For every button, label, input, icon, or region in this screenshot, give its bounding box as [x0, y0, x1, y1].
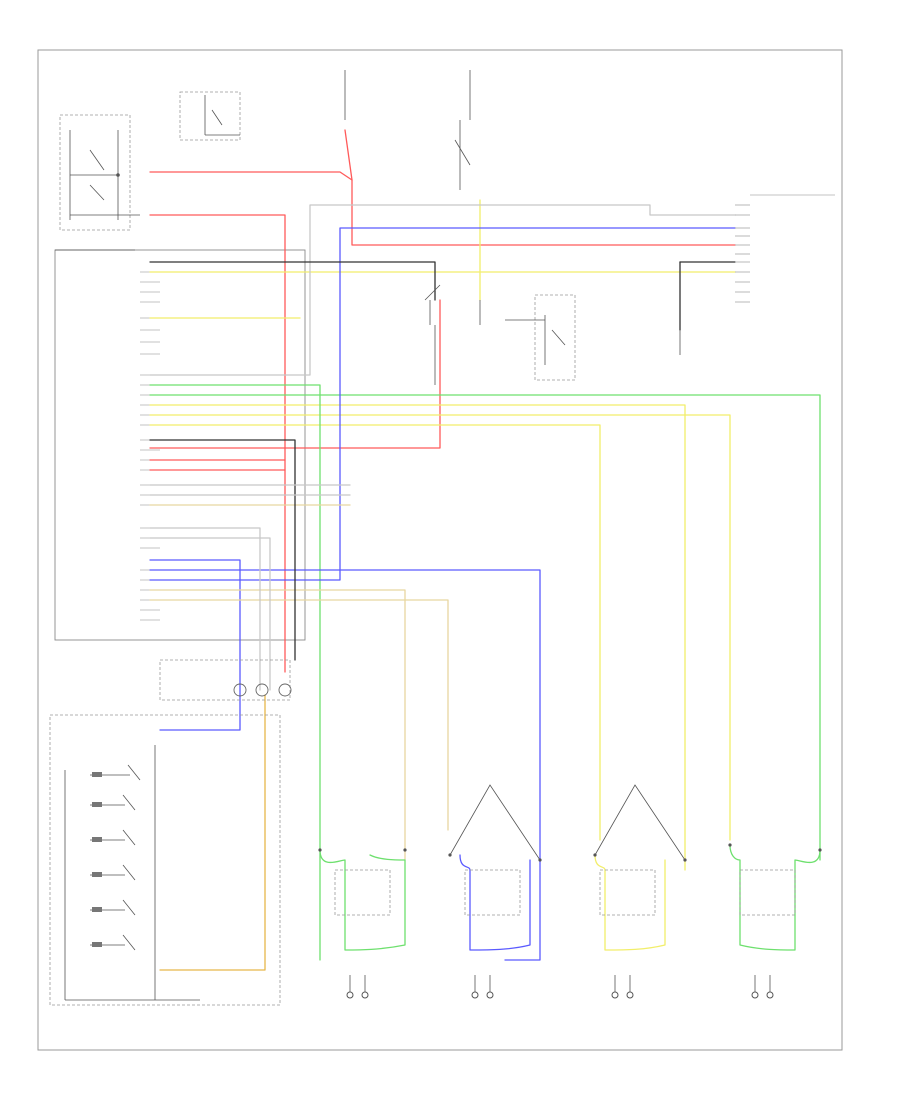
right-connector-pins — [735, 194, 835, 303]
wire-green-speakers — [149, 384, 821, 961]
speaker-right-front — [319, 849, 406, 999]
wire-red-power — [149, 129, 736, 673]
speaker-left-front — [449, 784, 541, 999]
battery-junction-block — [59, 114, 140, 231]
amplifier-pin-rows — [140, 271, 160, 621]
center-relay-assembly — [424, 284, 576, 385]
fuse-block-top — [344, 70, 471, 190]
speaker-right-rear — [594, 784, 686, 999]
clock-spring-connector — [159, 659, 292, 701]
wire-gray-black — [149, 204, 736, 691]
wire-blue-speakers — [149, 227, 736, 961]
speaker-left-rear — [729, 844, 821, 999]
amplifier-module-box — [54, 249, 306, 641]
instrument-fuse-relay — [179, 91, 241, 141]
diagram-frame — [37, 49, 843, 1051]
wire-yellow-signal — [149, 199, 736, 871]
speaker-terminal-dots — [318, 843, 822, 862]
wire-orange-tan — [149, 504, 449, 971]
steering-wheel-switch-assembly — [49, 714, 281, 1006]
